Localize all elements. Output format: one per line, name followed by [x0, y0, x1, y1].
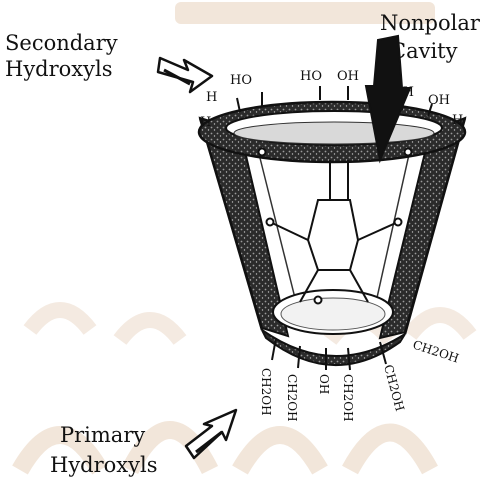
rim-label-ho2: HO — [300, 69, 322, 84]
primary-label-line1: Primary — [60, 423, 145, 447]
base-label-ch2oh-4: CH2OH — [381, 363, 407, 413]
base-label-ch2oh-right: CH2OH — [411, 338, 461, 366]
rim-label-h-left: H — [206, 90, 217, 105]
rim-label-h-right: H — [452, 113, 463, 128]
base-label-oh-mid: OH — [317, 374, 331, 394]
secondary-arrow-icon — [158, 58, 212, 92]
secondary-callout: Secondary Hydroxyls — [5, 31, 212, 92]
internal-skeleton — [259, 149, 412, 304]
base-label-ch2oh-2: CH2OH — [285, 374, 299, 422]
rim-label-oh-right2: OH — [428, 93, 450, 108]
base-label-ch2oh-3: CH2OH — [341, 374, 355, 422]
secondary-label-line1: Secondary — [5, 31, 118, 55]
rim-label-h-left2: H — [200, 115, 211, 130]
rim-label-ho: HO — [230, 73, 252, 88]
primary-label-line2: Hydroxyls — [50, 453, 158, 477]
rim-label-oh: OH — [337, 69, 359, 84]
base-label-ch2oh-1: CH2OH — [259, 368, 273, 416]
nonpolar-label-line1: Nonpolar — [380, 11, 481, 35]
secondary-label-line2: Hydroxyls — [5, 57, 113, 81]
